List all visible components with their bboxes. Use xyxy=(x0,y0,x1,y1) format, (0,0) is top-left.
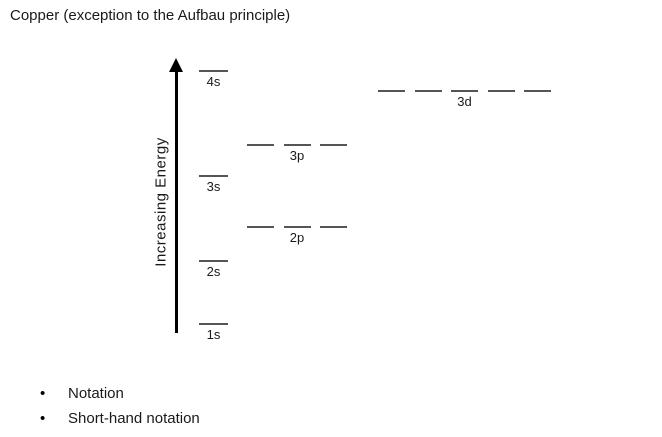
level-label: 1s xyxy=(206,327,221,342)
list-item-label: Notation xyxy=(68,385,124,402)
orbital-lines xyxy=(199,70,228,72)
energy-level-2s: 2s xyxy=(199,260,228,279)
bullet-list: • Notation • Short-hand notation xyxy=(40,381,200,431)
orbital-line xyxy=(247,226,274,228)
orbital-lines xyxy=(378,90,551,92)
orbital-line xyxy=(320,144,347,146)
orbital-line xyxy=(283,144,311,146)
list-item: • Notation xyxy=(40,381,200,406)
orbital-line xyxy=(283,226,311,228)
orbital-line xyxy=(320,226,347,228)
energy-level-3s: 3s xyxy=(199,175,228,194)
level-label: 3s xyxy=(206,179,221,194)
page-title: Copper (exception to the Aufbau principl… xyxy=(10,7,291,24)
list-item-label: Short-hand notation xyxy=(68,410,200,427)
orbital-line xyxy=(247,144,274,146)
energy-level-4s: 4s xyxy=(199,70,228,89)
energy-level-2p: 2p xyxy=(247,226,347,245)
energy-axis-label: Increasing Energy xyxy=(152,137,170,267)
energy-axis-line xyxy=(175,68,178,333)
bullet-icon: • xyxy=(40,385,46,402)
orbital-lines xyxy=(199,323,228,325)
orbital-line xyxy=(524,90,551,92)
energy-axis-arrowhead-icon xyxy=(169,58,183,72)
orbital-lines xyxy=(199,260,228,262)
level-label: 3p xyxy=(289,148,305,163)
orbital-lines xyxy=(247,226,347,228)
bullet-icon: • xyxy=(40,410,46,427)
energy-level-3p: 3p xyxy=(247,144,347,163)
level-label: 3d xyxy=(457,94,472,109)
orbital-line xyxy=(451,90,478,92)
orbital-lines xyxy=(247,144,347,146)
orbital-line xyxy=(487,90,515,92)
level-label: 4s xyxy=(206,74,221,89)
orbital-line xyxy=(378,90,405,92)
level-label: 2p xyxy=(289,230,305,245)
energy-level-1s: 1s xyxy=(199,323,228,342)
orbital-lines xyxy=(199,175,228,177)
level-label: 2s xyxy=(206,264,221,279)
energy-level-3d: 3d xyxy=(378,90,551,109)
orbital-line xyxy=(414,90,442,92)
list-item: • Short-hand notation xyxy=(40,406,200,431)
orbital-line xyxy=(199,70,228,72)
orbital-line xyxy=(199,175,228,177)
orbital-line xyxy=(199,260,228,262)
orbital-line xyxy=(199,323,228,325)
